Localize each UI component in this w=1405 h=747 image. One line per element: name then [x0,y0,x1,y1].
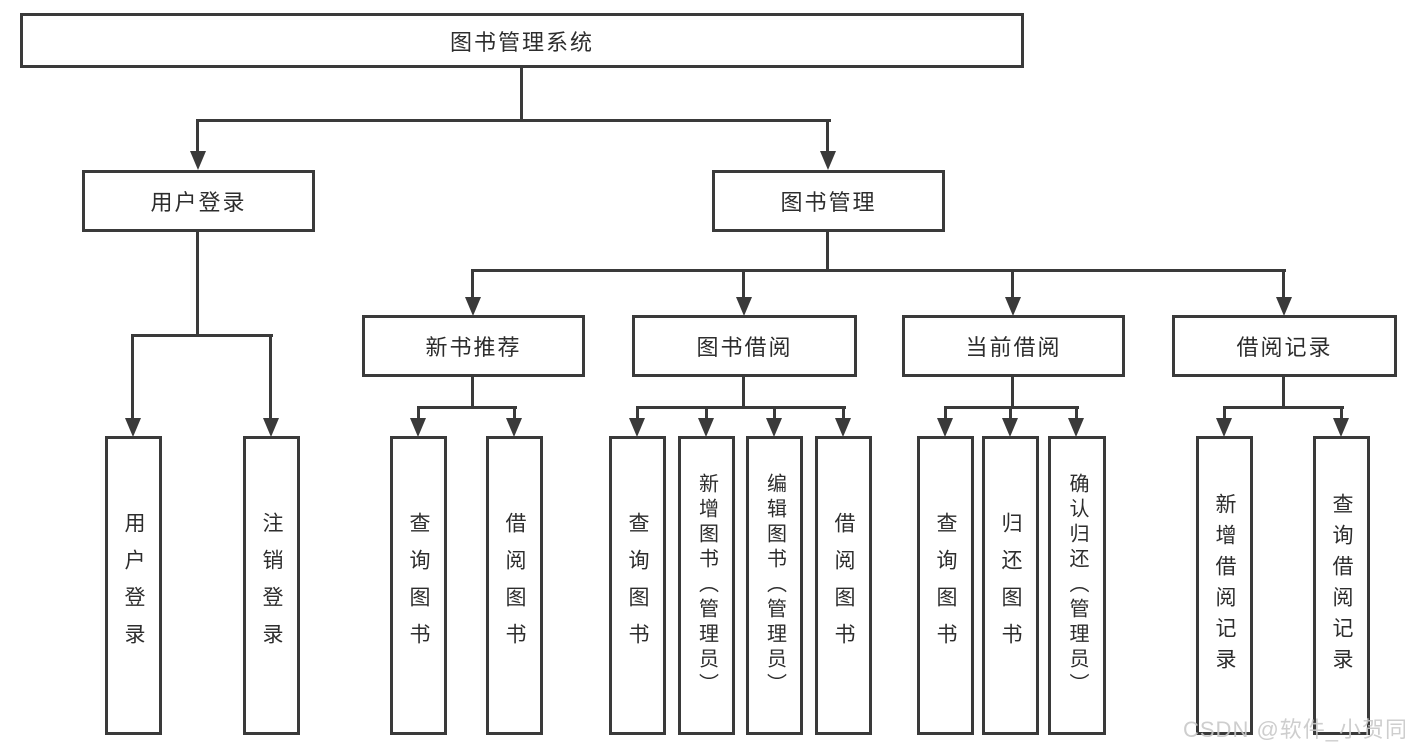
leaf-user-login: 用户登录 [105,436,162,735]
node-book-borrow: 图书借阅 [632,315,857,377]
node-current-borrow: 当前借阅 [902,315,1125,377]
connector-borrow-record-stem [1282,377,1285,409]
arrowhead-bb-edit [766,418,782,437]
connector-arm-bb-borrow [842,406,845,420]
node-root-library-system: 图书管理系统 [20,13,1024,68]
connector-user-login-bar [131,334,273,337]
leaf-query-borrow-record: 查询借阅记录 [1313,436,1370,735]
connector-book-borrow-stem [742,377,745,409]
connector-arm-bb-query [636,406,639,420]
arrowhead-bb-query [629,418,645,437]
connector-new-book-stem [471,377,474,409]
leaf-query-book-borrow: 查询图书 [609,436,666,735]
node-borrow-record: 借阅记录 [1172,315,1397,377]
connector-arm-br-add [1223,406,1226,420]
arrowhead-nb-borrow [506,418,522,437]
connector-arm-book-management [826,119,829,156]
connector-arm-borrow-record [1282,269,1285,299]
leaf-query-book-current: 查询图书 [917,436,974,735]
arrowhead-current-borrow [1005,297,1021,316]
arrowhead-leaf-user-login [125,418,141,437]
arrowhead-bb-borrow [835,418,851,437]
node-new-book-recommend: 新书推荐 [362,315,585,377]
connector-borrow-record-bar [1223,406,1344,409]
connector-arm-current-borrow [1011,269,1014,299]
leaf-add-book-admin: 新增图书（管理员） [678,436,735,735]
arrowhead-cb-confirm [1068,418,1084,437]
arrowhead-nb-query [410,418,426,437]
connector-arm-user-login [196,119,199,156]
connector-arm-cb-confirm [1075,406,1078,420]
connector-arm-bb-edit [773,406,776,420]
arrowhead-book-borrow [736,297,752,316]
node-book-management: 图书管理 [712,170,945,232]
connector-arm-leaf-user-login [131,334,134,420]
connector-new-book-bar [417,406,517,409]
leaf-logout: 注销登录 [243,436,300,735]
connector-user-login-stem [196,232,199,337]
arrowhead-bb-add [698,418,714,437]
connector-arm-cb-return [1009,406,1012,420]
arrowhead-user-login [190,151,206,170]
arrowhead-book-management [820,151,836,170]
connector-arm-nb-borrow [513,406,516,420]
connector-arm-bb-add [705,406,708,420]
leaf-borrow-book: 借阅图书 [815,436,872,735]
csdn-watermark: CSDN @软件_小贺同学 [1183,717,1405,742]
connector-arm-book-borrow [742,269,745,299]
arrowhead-new-book [465,297,481,316]
connector-arm-leaf-logout [269,334,272,420]
leaf-confirm-return-admin: 确认归还（管理员） [1048,436,1106,735]
connector-root-stem [520,68,523,122]
connector-current-borrow-stem [1011,377,1014,409]
arrowhead-leaf-logout [263,418,279,437]
leaf-query-book-recommend: 查询图书 [390,436,447,735]
node-user-login: 用户登录 [82,170,315,232]
connector-book-mgmt-stem [826,232,829,272]
leaf-return-book: 归还图书 [982,436,1039,735]
connector-level3-bar [471,269,1286,272]
arrowhead-cb-query [937,418,953,437]
connector-book-borrow-bar [636,406,846,409]
arrowhead-br-add [1216,418,1232,437]
leaf-add-borrow-record: 新增借阅记录 [1196,436,1253,735]
arrowhead-br-query [1333,418,1349,437]
arrowhead-borrow-record [1276,297,1292,316]
arrowhead-cb-return [1002,418,1018,437]
connector-arm-nb-query [417,406,420,420]
connector-arm-new-book [471,269,474,299]
connector-arm-cb-query [944,406,947,420]
connector-arm-br-query [1340,406,1343,420]
leaf-borrow-book-recommend: 借阅图书 [486,436,543,735]
leaf-edit-book-admin: 编辑图书（管理员） [746,436,803,735]
connector-level2-bar [197,119,831,122]
